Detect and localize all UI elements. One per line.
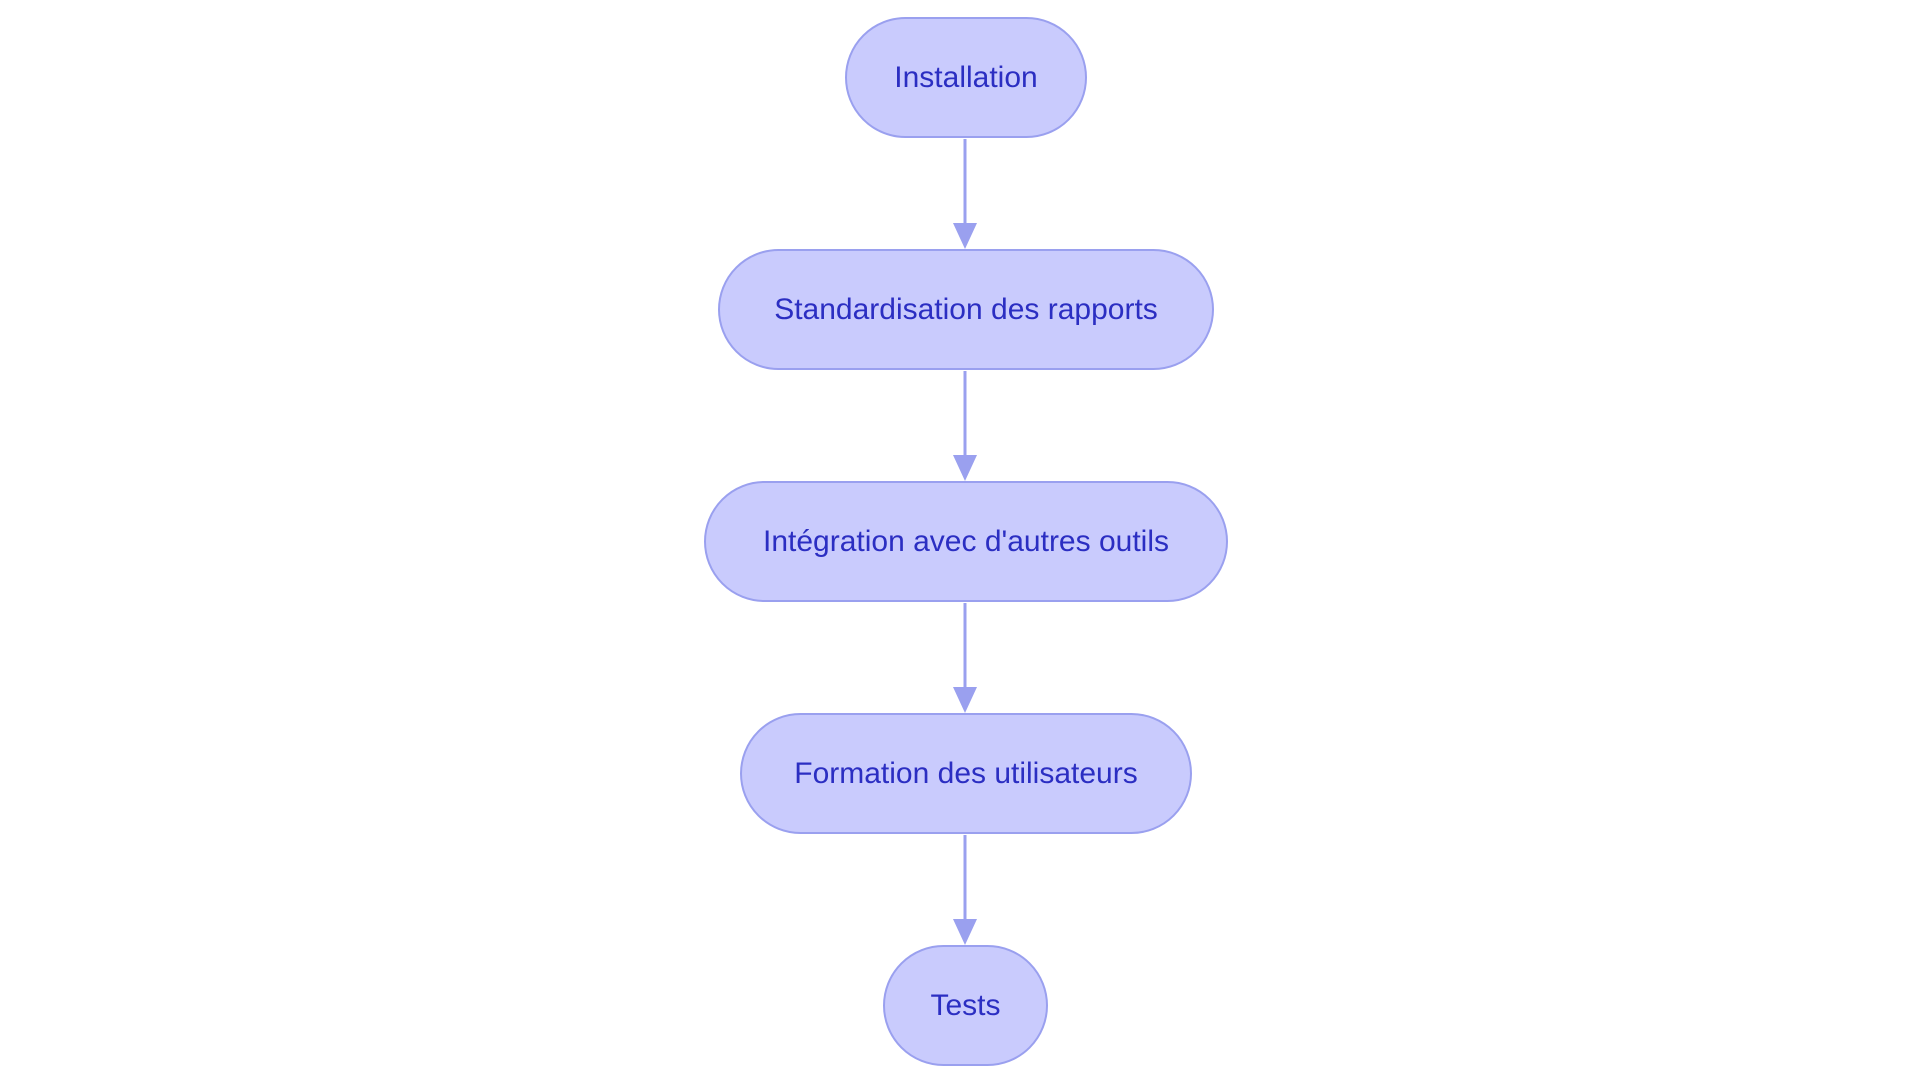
node-label: Installation <box>894 60 1038 94</box>
node-formation-des-utilisateurs: Formation des utilisateurs <box>740 713 1192 834</box>
node-installation: Installation <box>845 17 1087 138</box>
node-label: Tests <box>930 988 1001 1022</box>
arrow-standardisation-to-integration <box>953 371 977 481</box>
arrow-integration-to-formation <box>953 603 977 713</box>
node-tests: Tests <box>883 945 1048 1066</box>
arrow-installation-to-standardisation <box>953 139 977 249</box>
node-label: Formation des utilisateurs <box>794 756 1138 790</box>
arrow-formation-to-tests <box>953 835 977 945</box>
node-standardisation-des-rapports: Standardisation des rapports <box>718 249 1214 370</box>
node-label: Intégration avec d'autres outils <box>763 524 1169 558</box>
node-label: Standardisation des rapports <box>774 292 1158 326</box>
node-integration-avec-d-autres-outils: Intégration avec d'autres outils <box>704 481 1228 602</box>
